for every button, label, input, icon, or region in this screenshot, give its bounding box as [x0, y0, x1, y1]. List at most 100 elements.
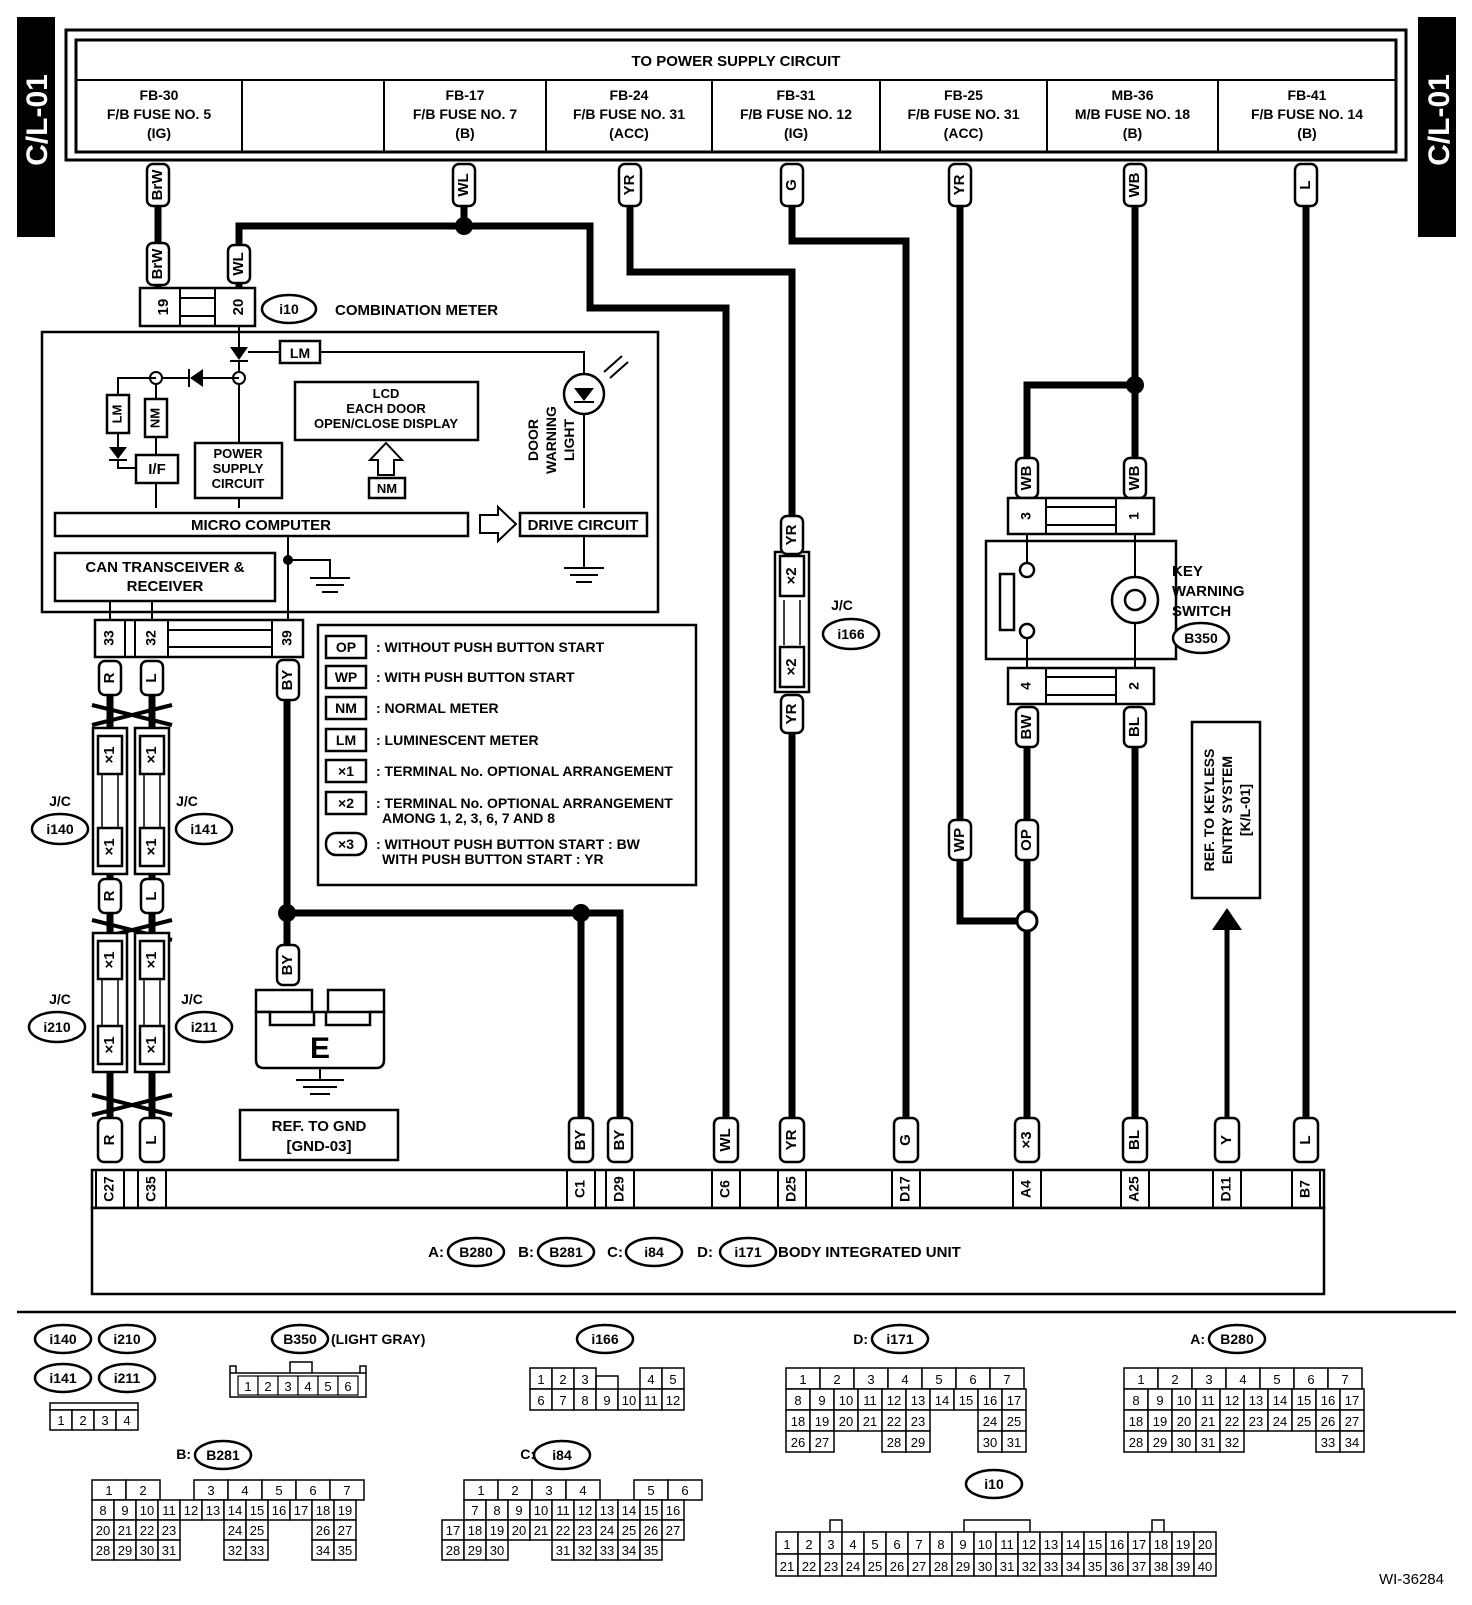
- legend-text: : LUMINESCENT METER: [376, 732, 539, 748]
- jc-label-i141: J/C: [176, 793, 198, 809]
- pin-cell: 1: [57, 1413, 64, 1428]
- biu-pin: D25: [783, 1176, 799, 1202]
- wire-by-2-tag-bg: [275, 943, 301, 987]
- meter-wire-brw: BrW: [149, 248, 166, 280]
- pin-cell: 7: [915, 1537, 922, 1552]
- biu-wire: WL: [717, 1128, 734, 1151]
- pin-cell: 31: [162, 1543, 176, 1558]
- pin-cell: 2: [139, 1483, 146, 1498]
- pin-cell: 3: [101, 1413, 108, 1428]
- pin-cell: 4: [304, 1379, 311, 1394]
- pin-cell: 28: [96, 1543, 110, 1558]
- side-tag-left: C/L-01: [17, 17, 55, 237]
- pin-cell: 28: [887, 1435, 901, 1450]
- wire-bw-4: BW: [1018, 714, 1035, 740]
- pin-cell: 25: [868, 1559, 882, 1574]
- biu-wire: YR: [783, 1129, 800, 1150]
- wire-l-2: L: [143, 891, 160, 900]
- pin-cell: 2: [559, 1372, 566, 1387]
- pin-cell: 4: [241, 1483, 248, 1498]
- star1-tag: ×1: [143, 1036, 160, 1053]
- fuse-cell-l2: F/B FUSE NO. 12: [740, 106, 852, 122]
- biu-wire: BL: [1126, 1130, 1143, 1150]
- fuse-cell-l2: F/B FUSE NO. 31: [907, 106, 1019, 122]
- pin-cell: 25: [250, 1523, 264, 1538]
- meter-id-badge: i10 COMBINATION METER: [260, 293, 498, 325]
- pin-cell: 8: [493, 1503, 500, 1518]
- fuse-wire-0: BrW: [149, 169, 166, 201]
- psc-line3: CIRCUIT: [212, 476, 265, 491]
- pin-cell: 21: [534, 1523, 548, 1538]
- pin-cell: 18: [316, 1503, 330, 1518]
- pin-cell: 6: [344, 1379, 351, 1394]
- pin-cell: 30: [1177, 1435, 1191, 1450]
- figure-id: WI-36284: [1379, 1571, 1444, 1588]
- biu-ref-id: i84: [644, 1244, 664, 1260]
- legend-text-2: WITH PUSH BUTTON START : YR: [382, 851, 604, 867]
- wire-by-1: BY: [279, 670, 296, 691]
- fuse-cell-l3: (IG): [147, 125, 171, 141]
- biu-ref-prefix: D:: [697, 1244, 713, 1261]
- pin-cell: 1: [783, 1537, 790, 1552]
- pin-cell: 33: [250, 1543, 264, 1558]
- ks-label-3: SWITCH: [1172, 603, 1231, 620]
- fuse-cell-l1: FB-31: [777, 87, 816, 103]
- pin-cell: 11: [556, 1503, 570, 1518]
- legend-text-2: AMONG 1, 2, 3, 6, 7 AND 8: [382, 810, 555, 826]
- psc-line1: POWER: [213, 446, 263, 461]
- fuse-cell-l2: M/B FUSE NO. 18: [1075, 106, 1190, 122]
- pin-cell: 15: [1088, 1537, 1102, 1552]
- fuse-wire-3: YR: [621, 174, 638, 195]
- pin-cell: 28: [934, 1559, 948, 1574]
- pin-cell: 29: [468, 1543, 482, 1558]
- jc-id-i141: i141: [190, 821, 217, 837]
- fuse-cell-l2: F/B FUSE NO. 31: [573, 106, 685, 122]
- side-tag-right-text: C/L-01: [1423, 74, 1456, 166]
- pin-cell: 30: [490, 1543, 504, 1558]
- pin-cell: 20: [839, 1414, 853, 1429]
- biu-pin: D29: [611, 1176, 627, 1202]
- fuse-wire-6-tag-bg: [1122, 162, 1148, 208]
- drive-circuit-block: DRIVE CIRCUIT: [528, 517, 639, 534]
- jc-label-i166: J/C: [831, 597, 853, 613]
- jc-id-i140: i140: [46, 821, 73, 837]
- pin-cell: 27: [1345, 1414, 1359, 1429]
- pin-cell: 7: [559, 1393, 566, 1408]
- pin-cell: 5: [669, 1372, 676, 1387]
- pin-cell: 10: [1177, 1393, 1191, 1408]
- fuse-cell-l1: FB-30: [140, 87, 179, 103]
- ground-letter: E: [310, 1032, 330, 1065]
- conn-i211-id: i211: [114, 1370, 141, 1386]
- pin-cell: 34: [1345, 1435, 1359, 1450]
- pin-cell: 35: [1088, 1559, 1102, 1574]
- pin-cell: 21: [863, 1414, 877, 1429]
- pin-cell: 3: [827, 1537, 834, 1552]
- pin-cell: 6: [1307, 1372, 1314, 1387]
- micro-computer-block: MICRO COMPUTER: [191, 517, 331, 534]
- jc-label-i140: J/C: [49, 793, 71, 809]
- pin-cell: 9: [818, 1393, 825, 1408]
- pin-cell: 25: [622, 1523, 636, 1538]
- pin-cell: 30: [978, 1559, 992, 1574]
- pin-cell: 16: [666, 1503, 680, 1518]
- ground-ref-line1: REF. TO GND: [272, 1118, 367, 1135]
- pin-cell: 25: [1297, 1414, 1311, 1429]
- pin-cell: 5: [324, 1379, 331, 1394]
- pin-cell: 16: [272, 1503, 286, 1518]
- pin-cell: 22: [556, 1523, 570, 1538]
- pin-cell: 6: [893, 1537, 900, 1552]
- jc-label-i211: J/C: [181, 991, 203, 1007]
- wire-yr-i166-bot-tag-bg: [779, 693, 805, 735]
- wire-by-2: BY: [279, 955, 296, 976]
- wires: [106, 200, 1310, 1118]
- pin-cell: 30: [983, 1435, 997, 1450]
- pin-cell: 26: [890, 1559, 904, 1574]
- pin-cell: 2: [833, 1372, 840, 1387]
- star1-tag: ×1: [101, 951, 118, 968]
- pin-cell: 39: [1176, 1559, 1190, 1574]
- legend-text: : WITHOUT PUSH BUTTON START : BW: [376, 836, 641, 852]
- ground-ref-line2: [GND-03]: [286, 1138, 351, 1155]
- fuse-wire-0-tag-bg: [145, 162, 171, 208]
- pin-cell: 6: [681, 1483, 688, 1498]
- conn-i210-id: i210: [113, 1331, 140, 1347]
